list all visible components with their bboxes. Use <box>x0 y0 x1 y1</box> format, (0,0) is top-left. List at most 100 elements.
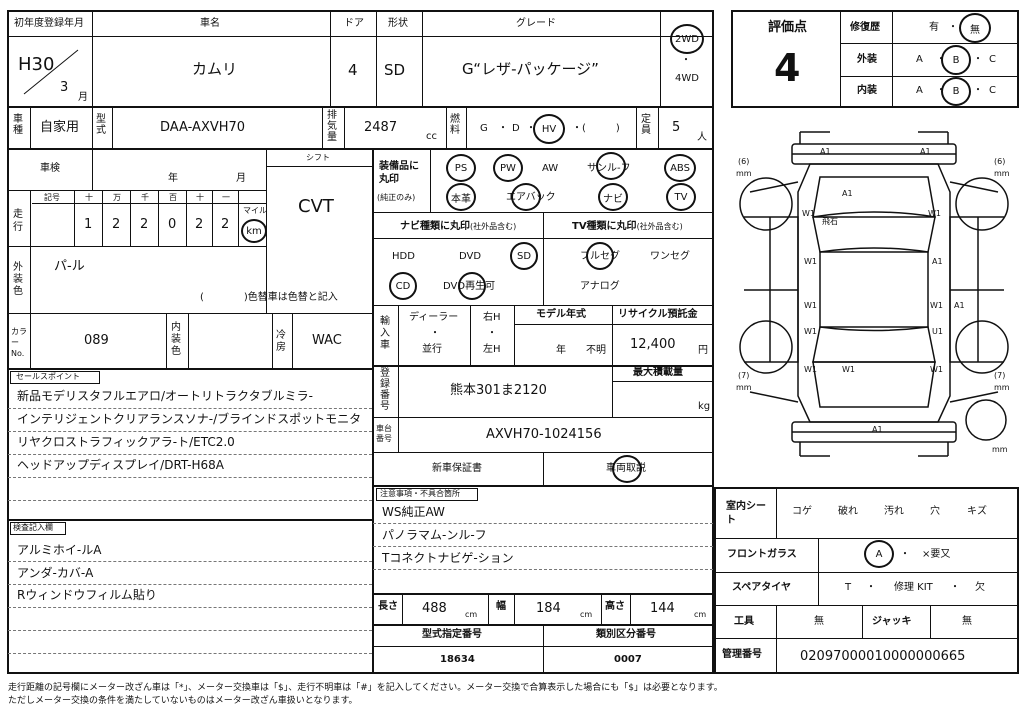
tv-oneseg: ワンセグ <box>650 251 690 262</box>
mileage-unit-label: マイル <box>243 206 267 215</box>
use-label: 車種 <box>13 114 23 136</box>
nav-sd: SD <box>510 242 538 270</box>
digit-3: 2 <box>140 217 149 232</box>
capacity-label: 定員 <box>641 114 651 136</box>
drive-2wd-circle: 2WD <box>670 24 704 54</box>
nav-dvd: DVD <box>459 251 482 262</box>
dmg-mark-14: W1 <box>842 365 855 374</box>
model-year-unknown: 不明 <box>586 345 606 356</box>
tire-rr-label: (7) <box>994 371 1005 380</box>
length-unit: cm <box>465 610 478 619</box>
import-parallel: 並行 <box>422 344 442 355</box>
spare-dot-2: ・ <box>950 582 960 593</box>
reg-label: 初年度登録年月 <box>14 18 84 29</box>
inspector-item-2: アンダ-カバ-A <box>17 566 94 580</box>
width: 184 <box>536 601 561 616</box>
mileage-km-circle: km <box>241 219 267 243</box>
digit-2: 2 <box>112 217 121 232</box>
repair-yes: 有 <box>929 22 939 33</box>
rating-box <box>731 10 1019 108</box>
fuel-d: D <box>512 123 520 134</box>
fuel-hv-circle: HV <box>533 114 565 144</box>
inspector-label: 検査記入欄 <box>13 523 53 532</box>
repair-no-circle: 無 <box>959 13 991 43</box>
inspector-item-1: アルミホイ-ルA <box>17 543 102 557</box>
equipment-sublabel: (純正のみ) <box>377 193 416 202</box>
glass-label: フロントガラス <box>727 549 797 560</box>
footer-line-1: 走行距離の記号欄にメーター改ざん車は「*」、メーター交換車は「$」、走行不明車は… <box>8 683 723 693</box>
digit-5: 2 <box>195 217 204 232</box>
shaken-year-unit: 年 <box>168 173 178 184</box>
score: 4 <box>774 46 801 90</box>
tools: 無 <box>814 616 824 627</box>
seat-item-3: 汚れ <box>884 506 904 517</box>
tire-rl-mm: mm <box>736 383 752 392</box>
score-label: 評価点 <box>768 20 808 35</box>
spare-label: スペアタイヤ <box>732 582 791 593</box>
exterior-color: パ-ル <box>54 259 85 274</box>
dmg-mark-1: A1 <box>820 147 831 156</box>
recycle-unit: 円 <box>698 345 708 356</box>
manual-circle <box>612 455 642 483</box>
nav-cd: CD <box>389 272 417 300</box>
interior-grade-label: 内装 <box>857 85 877 96</box>
equip-airbag: エアバック <box>506 192 556 203</box>
model-year-unit: 年 <box>556 345 566 356</box>
reg-month-unit: 月 <box>78 92 88 103</box>
jack: 無 <box>962 616 972 627</box>
tire-fl-mm: mm <box>736 169 752 178</box>
tv-fullseg: フルセグ <box>580 251 620 262</box>
seat-label: 室内シート <box>726 501 766 526</box>
fuel-g: G <box>480 123 488 134</box>
unit-header-2: 万 <box>113 193 121 202</box>
dmg-mark-17: A1 <box>872 425 883 434</box>
equip-pw: PW <box>493 154 523 182</box>
dmg-mark-3: A1 <box>842 189 853 198</box>
chassis-label: 車台番号 <box>376 424 392 443</box>
nav-hdd: HDD <box>392 251 415 262</box>
equip-aw: AW <box>542 163 559 174</box>
max-load-label: 最大積載量 <box>633 367 683 378</box>
height: 144 <box>650 601 675 616</box>
use: 自家用 <box>40 120 80 135</box>
tire-fr-mm: mm <box>994 169 1010 178</box>
tv-sub: (社外品含む) <box>636 222 683 231</box>
doors: 4 <box>348 61 358 79</box>
unit-header-1: 十 <box>85 193 93 202</box>
mileage-sign-label: 記号 <box>44 193 60 202</box>
fuel-label: 燃料 <box>450 114 460 136</box>
seat-item-4: 穴 <box>930 506 940 517</box>
width-unit: cm <box>580 610 593 619</box>
equip-sunroof: サンル-フ <box>587 163 631 174</box>
tire-fr-label: (6) <box>994 157 1005 166</box>
dmg-mark-13: U1 <box>932 327 943 336</box>
length: 488 <box>422 601 447 616</box>
interior-grade-a: A <box>916 85 923 96</box>
tire-fl-label: (6) <box>738 157 749 166</box>
unit-header-3: 千 <box>141 193 149 202</box>
equip-leather: 本革 <box>446 183 476 211</box>
reg-month: 3 <box>60 80 69 95</box>
import-label: 輸入車 <box>380 316 390 351</box>
equip-navi: ナビ <box>598 183 628 211</box>
dmg-mark-12: W1 <box>804 327 817 336</box>
repair-label: 修復歴 <box>850 22 880 33</box>
digit-4: 0 <box>168 217 177 232</box>
spare-t: T <box>845 582 852 593</box>
dmg-mark-6: W1 <box>928 209 941 218</box>
digit-6: 2 <box>221 217 230 232</box>
dmg-mark-4: 飛石 <box>822 217 838 226</box>
name-label: 車名 <box>200 18 220 29</box>
model-label: 型式 <box>96 114 106 136</box>
dmg-mark-7: W1 <box>804 257 817 266</box>
shaken-month-unit: 月 <box>236 173 246 184</box>
drive-dot: ・ <box>681 55 691 66</box>
dmg-mark-5: W1 <box>802 209 815 218</box>
tire-rl-label: (7) <box>738 371 749 380</box>
car-diagram: (6) mm (6) mm (7) mm (7) mm mm A1 A1 A1 … <box>736 131 1010 457</box>
spare-dot: ・ <box>866 582 876 593</box>
sales-point-3: リヤクロストラフィックアラ-ト/ETC2.0 <box>17 435 235 449</box>
dmg-mark-10: W1 <box>930 301 943 310</box>
exterior-grade-a: A <box>916 54 923 65</box>
displacement-unit: cc <box>426 131 437 142</box>
